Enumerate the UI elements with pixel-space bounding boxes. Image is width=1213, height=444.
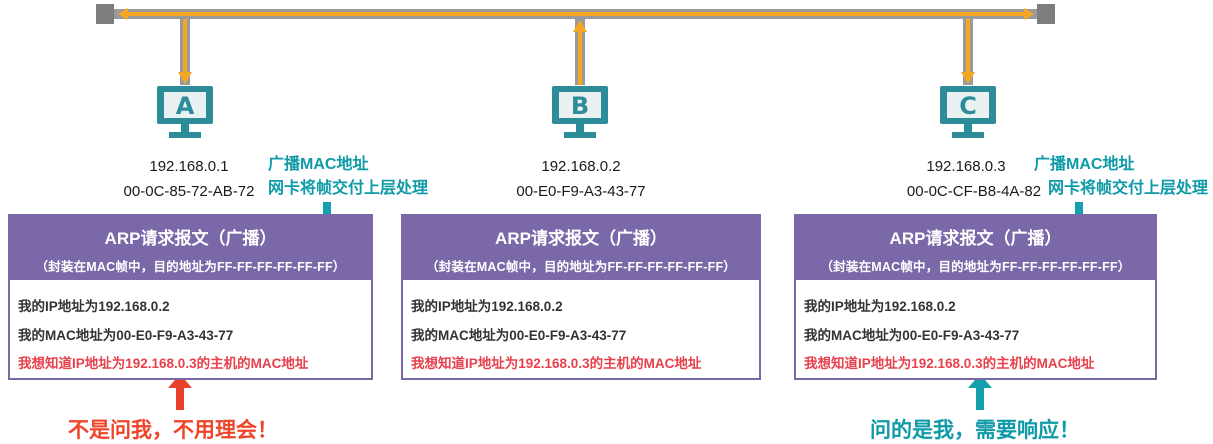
computer-c-icon bbox=[940, 86, 996, 138]
computer-a-label: A bbox=[176, 92, 195, 120]
host-c-ip: 192.168.0.3 bbox=[926, 158, 1006, 175]
arp-card-c-subtitle: （封装在MAC帧中，目的地址为FF-FF-FF-FF-FF-FF） bbox=[820, 260, 1131, 274]
arp-card-c-title: ARP请求报文（广播） bbox=[889, 229, 1062, 248]
arp-card-a-subtitle: （封装在MAC帧中，目的地址为FF-FF-FF-FF-FF-FF） bbox=[35, 260, 346, 274]
arp-card-a-title: ARP请求报文（广播） bbox=[104, 229, 277, 248]
arp-card-b: ARP请求报文（广播） （封装在MAC帧中，目的地址为FF-FF-FF-FF-F… bbox=[401, 214, 761, 380]
drop-cable-b bbox=[573, 19, 587, 85]
note-a-line1: 广播MAC地址 bbox=[268, 156, 369, 173]
reject-arrow-icon bbox=[168, 374, 192, 410]
bus-arrow-left-icon bbox=[118, 8, 128, 20]
arp-card-a: ARP请求报文（广播） （封装在MAC帧中，目的地址为FF-FF-FF-FF-F… bbox=[8, 214, 373, 380]
respond-arrow-icon bbox=[968, 374, 992, 410]
arp-card-a-line3: 我想知道IP地址为192.168.0.3的主机的MAC地址 bbox=[18, 356, 309, 371]
note-c-line1: 广播MAC地址 bbox=[1034, 156, 1135, 173]
arp-card-b-line1: 我的IP地址为192.168.0.2 bbox=[411, 299, 563, 314]
arp-card-c-line1: 我的IP地址为192.168.0.2 bbox=[804, 299, 956, 314]
arp-card-b-line3: 我想知道IP地址为192.168.0.3的主机的MAC地址 bbox=[411, 356, 702, 371]
bus-arrow-right-icon bbox=[1024, 8, 1034, 20]
arp-card-c-line2: 我的MAC地址为00-E0-F9-A3-43-77 bbox=[804, 328, 1020, 343]
host-b-ip: 192.168.0.2 bbox=[541, 158, 621, 175]
host-a-ip: 192.168.0.1 bbox=[149, 158, 229, 175]
computer-b-icon bbox=[552, 86, 608, 138]
host-b-mac: 00-E0-F9-A3-43-77 bbox=[516, 183, 646, 200]
drop-cable-c bbox=[961, 19, 975, 85]
drop-cable-a bbox=[178, 19, 192, 85]
arp-card-b-title: ARP请求报文（广播） bbox=[495, 229, 667, 248]
host-a-mac: 00-0C-85-72-AB-72 bbox=[123, 183, 255, 200]
arp-card-c: ARP请求报文（广播） （封装在MAC帧中，目的地址为FF-FF-FF-FF-F… bbox=[794, 214, 1157, 380]
arp-card-b-header: ARP请求报文（广播） （封装在MAC帧中，目的地址为FF-FF-FF-FF-F… bbox=[403, 216, 759, 280]
note-c-line2: 网卡将帧交付上层处理 bbox=[1048, 180, 1209, 197]
footer-its-me: 问的是我，需要响应！ bbox=[870, 419, 1080, 442]
arp-card-b-subtitle: （封装在MAC帧中，目的地址为FF-FF-FF-FF-FF-FF） bbox=[425, 260, 736, 274]
footer-not-me: 不是问我，不用理会！ bbox=[68, 419, 278, 442]
arp-card-c-line3: 我想知道IP地址为192.168.0.3的主机的MAC地址 bbox=[804, 356, 1095, 371]
note-a-line2: 网卡将帧交付上层处理 bbox=[268, 180, 429, 197]
host-c-mac: 00-0C-CF-B8-4A-82 bbox=[906, 183, 1042, 200]
arp-card-b-line2: 我的MAC地址为00-E0-F9-A3-43-77 bbox=[411, 328, 627, 343]
arp-card-a-line1: 我的IP地址为192.168.0.2 bbox=[18, 299, 170, 314]
arp-card-a-line2: 我的MAC地址为00-E0-F9-A3-43-77 bbox=[18, 328, 234, 343]
computer-b-label: B bbox=[571, 92, 589, 120]
ethernet-bus bbox=[96, 4, 1055, 24]
arp-card-a-header: ARP请求报文（广播） （封装在MAC帧中，目的地址为FF-FF-FF-FF-F… bbox=[10, 216, 371, 280]
computer-a-icon bbox=[157, 86, 213, 138]
arp-card-c-header: ARP请求报文（广播） （封装在MAC帧中，目的地址为FF-FF-FF-FF-F… bbox=[796, 216, 1155, 280]
computer-c-label: C bbox=[959, 92, 977, 120]
